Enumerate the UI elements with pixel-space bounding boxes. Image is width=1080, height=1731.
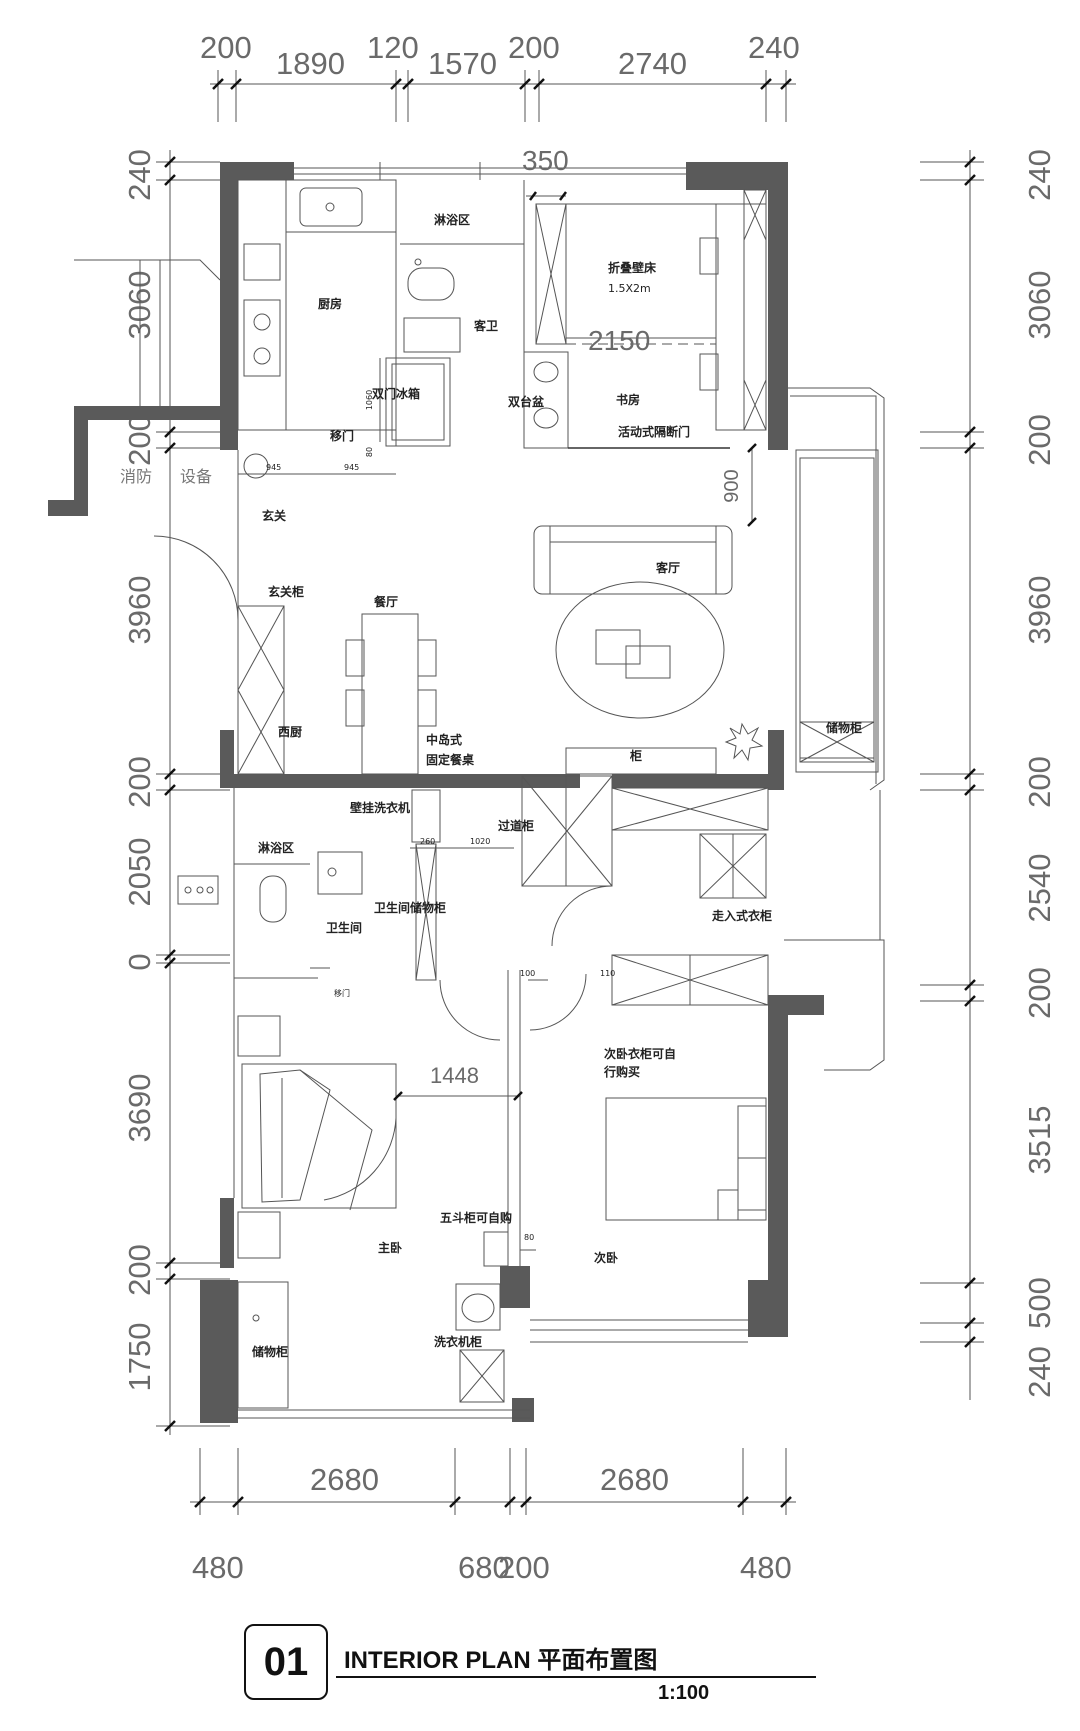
dim-bottom-1: 2680 (310, 1462, 379, 1497)
dim-inner-80b: 80 (524, 1233, 534, 1242)
dim-left-6: 2050 (122, 838, 157, 907)
corridor-area (411, 775, 769, 1266)
dim-inner-1020: 1020 (470, 837, 490, 846)
title-underline (336, 1676, 816, 1678)
dim-inner-350: 350 (522, 145, 569, 176)
label-corridor-cab: 过道柜 (498, 818, 534, 833)
dim-right-7: 200 (1022, 967, 1057, 1019)
dim-top-7: 240 (748, 30, 800, 65)
dim-bottom-4: 680 (458, 1550, 510, 1585)
dim-top-4: 1570 (428, 46, 497, 81)
second-bedroom (605, 1097, 767, 1221)
dim-top-5: 200 (508, 30, 560, 65)
label-second: 次卧 (594, 1250, 618, 1265)
dim-right-8: 3515 (1022, 1106, 1057, 1175)
living-area (533, 449, 879, 775)
label-laundry: 洗衣机柜 (434, 1334, 482, 1349)
dim-right-10: 240 (1022, 1346, 1057, 1398)
dim-inner-1448: 1448 (430, 1063, 479, 1088)
label-fire: 消防 (120, 467, 152, 486)
label-shower-top: 淋浴区 (434, 212, 470, 227)
label-second-wardrobe-1: 次卧衣柜可自 (604, 1046, 676, 1061)
dim-inner-80a: 80 (365, 447, 374, 457)
dim-inner-945a: 945 (266, 463, 281, 472)
kitchen-area (237, 179, 451, 447)
dim-left-10: 1750 (122, 1323, 157, 1392)
dim-inner-900: 900 (721, 469, 743, 502)
drawing-title: INTERIOR PLAN 平面布置图 (344, 1647, 658, 1674)
outline (74, 162, 885, 1419)
label-storage-right: 储物柜 (826, 720, 862, 735)
label-equipment: 设备 (180, 467, 212, 486)
label-sliding-door: 移门 (330, 428, 354, 443)
dim-top-6: 2740 (618, 46, 687, 81)
drawing-number: 01 (244, 1624, 328, 1700)
label-walk-in: 走入式衣柜 (712, 908, 772, 923)
dim-right-2: 3060 (1022, 271, 1057, 340)
label-dining: 餐厅 (374, 594, 398, 609)
label-island-2: 固定餐桌 (426, 752, 475, 767)
dim-right-1: 240 (1022, 149, 1057, 201)
dim-inner-2150: 2150 (588, 325, 650, 356)
dim-inner-1060: 1060 (365, 390, 374, 410)
master-bedroom (237, 1015, 520, 1267)
dim-right-3: 200 (1022, 414, 1057, 466)
dim-right-6: 2540 (1022, 854, 1057, 923)
label-entry-cabinet: 玄关柜 (268, 584, 304, 599)
bathroom-area (177, 851, 363, 979)
laundry-area (237, 1281, 505, 1409)
label-master: 主卧 (378, 1240, 402, 1255)
dim-right-5: 200 (1022, 756, 1057, 808)
dim-inner-110: 110 (600, 969, 615, 978)
dim-left-9: 200 (122, 1244, 157, 1296)
label-sliding-small: 移门 (334, 988, 350, 998)
dim-bottom-5: 200 (498, 1550, 550, 1585)
label-western-kitchen: 西厨 (278, 724, 302, 739)
label-kitchen: 厨房 (318, 296, 342, 311)
dim-inner-945b: 945 (344, 463, 359, 472)
walls (48, 162, 824, 1423)
dim-top-2: 1890 (276, 46, 345, 81)
label-fridge: 双门冰箱 (372, 386, 420, 401)
dim-left-4: 3960 (122, 576, 157, 645)
label-study: 书房 (616, 392, 640, 407)
label-guest-bath: 客卫 (473, 318, 498, 333)
inner-dimensions (238, 191, 757, 1251)
label-wall-washer: 壁挂洗衣机 (350, 800, 410, 815)
label-bathroom: 卫生间 (326, 920, 362, 935)
label-shower-mid: 淋浴区 (258, 840, 294, 855)
dim-bottom-6: 480 (740, 1550, 792, 1585)
label-living: 客厅 (655, 560, 680, 575)
dim-top-1: 200 (200, 30, 252, 65)
dim-left-8: 3690 (122, 1074, 157, 1143)
study-area (523, 189, 767, 449)
drawing-scale: 1:100 (658, 1682, 710, 1704)
label-storage-bottom: 储物柜 (252, 1344, 288, 1359)
dim-left-1: 240 (122, 149, 157, 201)
dim-left-5: 200 (122, 756, 157, 808)
dim-inner-100: 100 (520, 969, 535, 978)
label-second-wardrobe-2: 行购买 (603, 1064, 640, 1079)
dim-top-3: 120 (367, 30, 419, 65)
dimension-lines (156, 70, 984, 1515)
label-bath-storage: 卫生间储物柜 (374, 900, 446, 915)
title-block: 01 INTERIOR PLAN 平面布置图 1:100 (240, 1620, 840, 1710)
label-dresser: 五斗柜可自购 (440, 1210, 512, 1225)
label-fold-bed: 折叠壁床 (608, 260, 657, 275)
label-sliding-partition: 活动式隔断门 (618, 424, 690, 439)
label-tv-cabinet: 柜 (629, 748, 642, 763)
label-fold-bed-size: 1.5X2m (608, 282, 651, 295)
dining-area (153, 453, 437, 775)
dim-inner-260: 260 (420, 837, 435, 846)
dim-right-4: 3960 (1022, 576, 1057, 645)
label-entry: 玄关 (262, 508, 286, 523)
dim-left-3: 200 (122, 414, 157, 466)
dim-bottom-2: 2680 (600, 1462, 669, 1497)
label-double-basin: 双台盆 (508, 394, 545, 409)
dim-right-9: 500 (1022, 1277, 1057, 1329)
dim-bottom-3: 480 (192, 1550, 244, 1585)
label-island-1: 中岛式 (426, 732, 462, 747)
dim-left-7: 0 (122, 953, 157, 970)
